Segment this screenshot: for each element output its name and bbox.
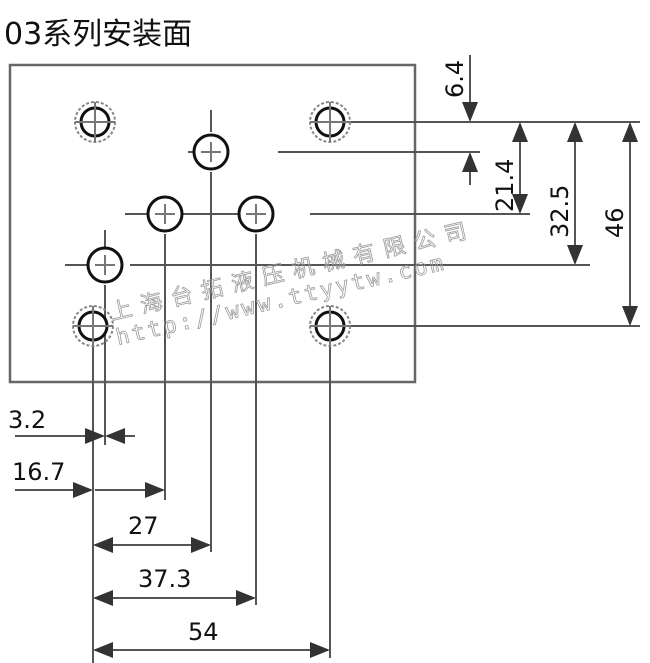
- horizontal-dimension-lines: [15, 428, 330, 658]
- dim-label-37-3: 37.3: [138, 565, 191, 593]
- drawing-title: 03系列安装面: [4, 17, 192, 52]
- port-p: [192, 133, 230, 171]
- bolt-hole-top-right: [309, 101, 351, 143]
- port-t: [86, 246, 124, 284]
- dim-label-32-5: 32.5: [546, 185, 574, 238]
- bolt-hole-top-left: [74, 101, 116, 143]
- dim-label-54: 54: [188, 618, 219, 646]
- dim-label-27: 27: [128, 512, 159, 540]
- dim-label-6-4: 6.4: [441, 60, 469, 98]
- port-b: [237, 195, 275, 233]
- mounting-bolt-holes: [72, 101, 351, 347]
- port-a: [146, 195, 184, 233]
- mounting-plate-outline: [8, 63, 417, 384]
- dim-label-46: 46: [601, 207, 629, 238]
- oil-ports: [86, 133, 275, 284]
- dim-label-3-2: 3.2: [8, 406, 46, 434]
- bolt-hole-bottom-right: [309, 305, 351, 347]
- bolt-hole-bottom-left: [72, 305, 114, 347]
- dim-label-16-7: 16.7: [12, 458, 65, 486]
- dim-label-21-4: 21.4: [491, 159, 519, 212]
- extension-lines: [65, 110, 640, 663]
- vertical-dimension-lines: [462, 55, 638, 326]
